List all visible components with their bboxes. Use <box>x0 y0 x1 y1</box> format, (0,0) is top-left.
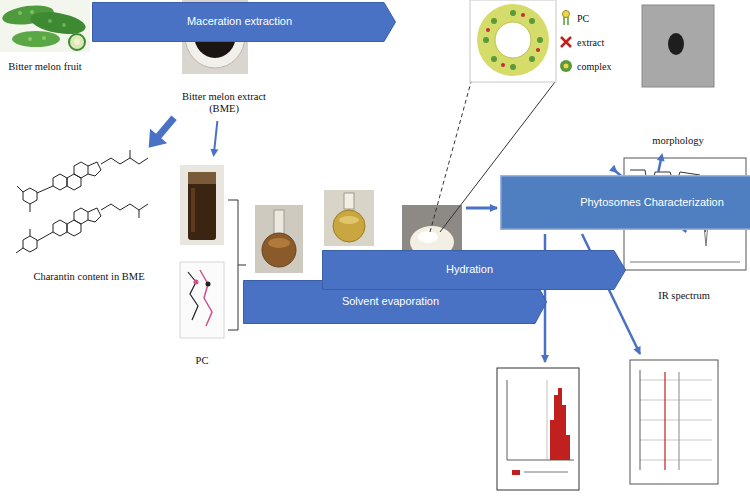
legend-row: complex <box>559 54 611 78</box>
connector-arrow <box>210 121 218 157</box>
process-arrow <box>466 207 497 210</box>
caption-text: PC <box>196 355 209 368</box>
phytosome-inset <box>470 0 556 82</box>
legend: PC extract complex <box>559 6 611 78</box>
size-distribution-chart <box>497 368 579 490</box>
photo-caption: PC <box>170 160 234 370</box>
complex-icon <box>559 58 573 74</box>
caption-text: morphology <box>652 135 703 148</box>
connector-arrow <box>149 118 174 148</box>
zeta-potential-chart <box>630 360 718 484</box>
flask-photo <box>255 205 303 273</box>
bitter-melon-photo <box>0 0 90 52</box>
lipid-head <box>563 11 570 18</box>
lipid-tail <box>564 17 568 25</box>
image-caption: IR spectrum <box>620 155 748 305</box>
step-label: Maceration extraction <box>187 15 292 28</box>
connector-line <box>658 160 661 172</box>
legend-text: complex <box>577 61 611 72</box>
box-outline <box>501 176 750 230</box>
extract-mark <box>561 37 571 47</box>
photo-caption: Bitter melon fruit <box>0 0 90 76</box>
legend-row: extract <box>559 30 611 54</box>
tem-image <box>642 5 714 87</box>
charantin-structure <box>16 150 148 253</box>
legend-row: PC <box>559 6 611 30</box>
arrowhead <box>210 149 218 157</box>
arrow-outline <box>93 3 396 42</box>
lipid-icon <box>559 10 573 26</box>
connector-line <box>214 121 217 150</box>
connector-line <box>158 118 174 137</box>
complex-mark <box>560 60 572 72</box>
step-arrow-box: Maceration extraction <box>92 2 396 42</box>
legend-text: extract <box>577 37 604 48</box>
caption-text: Bitter melon extract (BME) <box>176 91 272 116</box>
process-box: Phytosomes Characterization <box>500 175 750 230</box>
step-arrow-box: Hydration <box>322 250 626 290</box>
zoom-line <box>430 82 471 232</box>
complex-core <box>564 64 569 69</box>
legend-text: PC <box>577 13 589 24</box>
caption-text: IR spectrum <box>658 290 710 303</box>
caption-text: Bitter melon fruit <box>8 61 82 74</box>
pc-photos <box>180 165 224 338</box>
connector-arrow <box>657 153 665 172</box>
arrowhead <box>609 165 618 173</box>
arrowhead <box>657 153 665 162</box>
step-label: Phytosomes Characterization <box>580 196 724 210</box>
star-icon <box>559 34 573 50</box>
caption-text: Charantin content in BME <box>33 271 144 284</box>
image-caption: morphology <box>630 5 726 150</box>
arrowhead <box>149 129 168 148</box>
structure-caption: Charantin content in BME <box>8 150 170 286</box>
arrow-outline <box>323 251 626 290</box>
step-label: Solvent evaporation <box>342 295 439 308</box>
flask-photo <box>324 190 374 246</box>
photo-caption: Bitter melon extract (BME) <box>176 0 272 118</box>
step-label: Hydration <box>446 263 493 276</box>
